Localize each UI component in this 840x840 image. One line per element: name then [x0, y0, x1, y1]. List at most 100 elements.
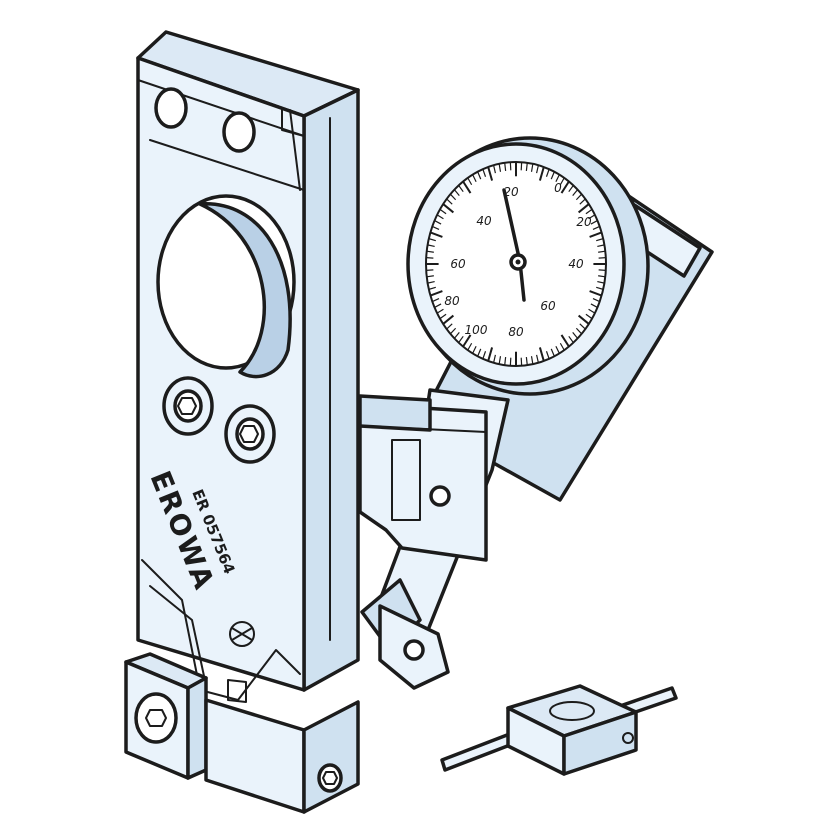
main-bracket: EROWA ER 057564: [136, 30, 360, 703]
dial-tick: [575, 327, 583, 335]
dial-ticks: [426, 162, 606, 366]
dial-tick: [432, 297, 440, 303]
dial-tick: [498, 163, 502, 172]
dial-tick: [436, 214, 444, 220]
dial-tick: [596, 238, 604, 242]
dial-tick: [467, 342, 473, 351]
dial-tick: [530, 356, 534, 365]
dial-label-right-0: 0: [554, 181, 562, 195]
dial-tick: [590, 303, 598, 308]
dial-tick: [449, 327, 457, 335]
dial-label-right-40: 40: [568, 257, 584, 271]
dial-tick: [458, 185, 464, 193]
dial-tick: [555, 345, 560, 354]
dial-tick: [577, 314, 590, 325]
dial-tick: [596, 286, 604, 290]
dial-label-left-20: 20: [503, 185, 519, 199]
dial-label-left-40: 40: [476, 214, 492, 228]
dial-tick: [589, 290, 602, 297]
dial-tick: [427, 244, 435, 248]
dial-gauge: 20 40 60 80 100 0 20 40 60 80: [406, 136, 650, 396]
dial-tick: [536, 165, 539, 174]
dial-tick: [545, 351, 550, 360]
dial-tick: [598, 250, 606, 253]
dial-tick: [498, 356, 502, 365]
dial-tick: [427, 280, 435, 284]
dial-tick: [428, 238, 436, 242]
dial-tick: [555, 174, 560, 183]
dial-tick: [442, 314, 455, 325]
dial-tick: [430, 290, 443, 297]
dial-tick: [597, 280, 605, 284]
dial-labels-right: 0 20 40 60 80: [508, 181, 592, 339]
dial-tick: [439, 208, 447, 215]
dial-tick: [449, 193, 457, 201]
dial-tick: [525, 162, 528, 171]
dial-tick: [426, 269, 434, 272]
dial-label-right-20: 20: [576, 215, 592, 229]
dial-tick: [550, 348, 555, 357]
dial-tick: [477, 348, 482, 357]
dial-tick: [467, 177, 473, 186]
dial-tick: [589, 231, 602, 238]
clamp-block: [440, 684, 678, 776]
dial-tick: [426, 256, 434, 259]
dial-tick: [572, 332, 579, 339]
dial-tick: [504, 162, 507, 171]
dial-tick: [442, 203, 455, 214]
dial-tick: [585, 208, 593, 215]
dial-tick: [568, 185, 574, 193]
dial-tick: [477, 171, 482, 180]
dial-tick: [446, 323, 453, 330]
dial-tick: [577, 203, 590, 214]
dial-tick: [462, 180, 472, 194]
dial-label-right-60: 60: [540, 299, 556, 313]
dial-tick: [536, 354, 539, 363]
dial-tick: [493, 354, 496, 363]
dial-tick: [545, 168, 550, 177]
dial-tick: [453, 332, 460, 339]
dial-tick: [430, 231, 443, 238]
dial-label-right-80: 80: [508, 325, 524, 339]
dial-tick: [575, 193, 583, 201]
dial-tick: [598, 269, 606, 272]
dial-tick: [560, 334, 570, 348]
dial-tick: [559, 177, 565, 186]
dial-tick: [432, 225, 440, 231]
dial-tick: [538, 166, 545, 181]
dial-tick: [597, 244, 605, 248]
dial-tick: [426, 275, 434, 278]
dial-tick: [538, 347, 545, 362]
dial-tick: [504, 357, 507, 366]
dial-tick: [585, 313, 593, 320]
dial-label-left-100: 100: [465, 323, 488, 337]
dial-tick: [428, 286, 436, 290]
dial-label-left-60: 60: [450, 257, 466, 271]
dial-labels-left: 20 40 60 80 100: [444, 185, 519, 337]
dial-tick: [568, 335, 574, 343]
dial-tick: [446, 198, 453, 205]
bottom-clamp: [124, 652, 360, 814]
dial-tick: [530, 163, 534, 172]
dial-tick: [588, 214, 596, 220]
dial-tick: [472, 174, 477, 183]
dial-tick: [592, 225, 600, 231]
dial-tick: [487, 166, 494, 181]
dial-tick: [598, 256, 606, 259]
dial-tick: [579, 323, 586, 330]
dial-tick: [560, 180, 570, 194]
dial-tick: [572, 189, 579, 196]
dial-tick: [550, 171, 555, 180]
dial-tick: [559, 342, 565, 351]
dial-tick: [482, 351, 487, 360]
dial-tick: [453, 189, 460, 196]
dial-tick: [482, 168, 487, 177]
dial-tick: [592, 297, 600, 303]
dial-tick: [525, 357, 528, 366]
dial-label-left-80: 80: [444, 294, 460, 308]
dial-tick: [426, 250, 434, 253]
dial-tick: [439, 313, 447, 320]
dial-tick: [590, 220, 598, 225]
